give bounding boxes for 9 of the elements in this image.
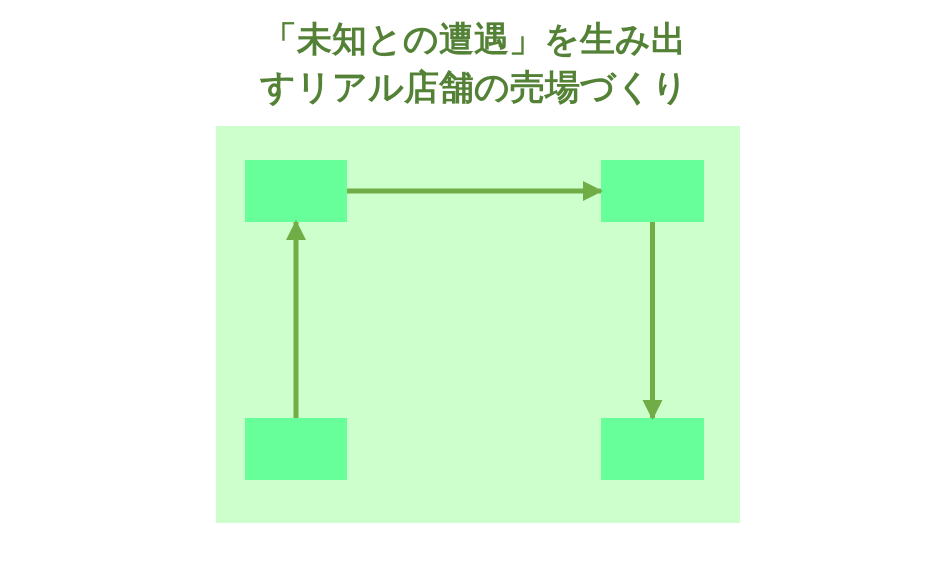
arrow [347,181,603,201]
arrow [286,220,306,418]
process-box [245,160,347,222]
background-panel [216,126,740,523]
process-box [601,160,704,222]
process-box [601,418,704,480]
process-box [245,418,347,480]
arrow [642,222,662,420]
diagram-title: 「未知との遭遇」を生み出すリアル店舗の売場づくり [260,19,688,110]
